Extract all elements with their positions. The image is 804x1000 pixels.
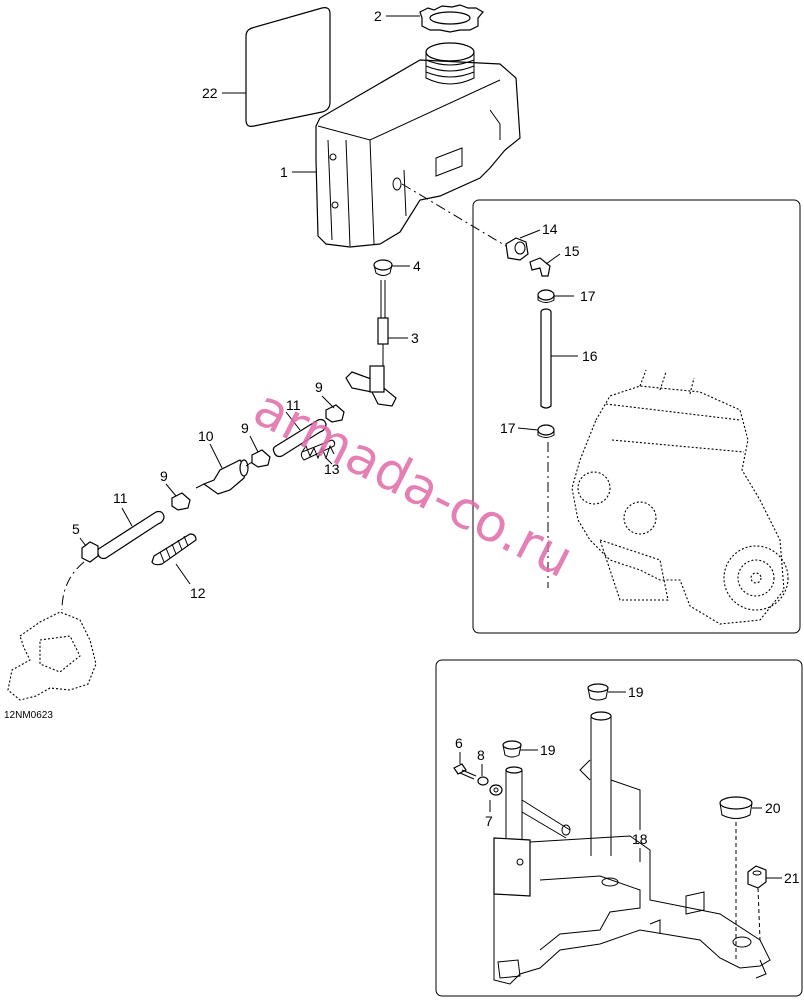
part-19-cap-upper[interactable] [587, 683, 609, 701]
callout-18: 18 [632, 831, 648, 847]
part-2-cap[interactable] [419, 4, 484, 33]
callout-17-lower: 17 [500, 420, 516, 436]
callout-22: 22 [202, 85, 218, 101]
callout-10: 10 [198, 428, 214, 444]
callout-9-lower: 9 [160, 468, 168, 484]
part-4-grommet[interactable] [373, 259, 393, 276]
callout-4: 4 [413, 258, 421, 274]
part-21-nut[interactable] [747, 865, 767, 889]
callout-19-upper: 19 [628, 684, 644, 700]
part-20-grommet[interactable] [719, 796, 753, 819]
callout-19-lower: 19 [540, 742, 556, 758]
part-9-fitting-lower[interactable] [171, 492, 191, 511]
callout-labels: 22 2 1 14 15 4 17 3 16 9 11 10 9 17 13 9… [72, 8, 800, 886]
part-10-filter[interactable] [195, 459, 253, 495]
part-15-elbow[interactable] [529, 257, 551, 277]
callout-11-upper: 11 [286, 397, 301, 413]
drawing-code: 12NM0623 [4, 710, 53, 721]
flow-line-tank-to-grommet [401, 183, 507, 247]
part-14-grommet[interactable] [505, 237, 529, 261]
callout-14: 14 [542, 221, 558, 237]
callout-6: 6 [455, 735, 463, 751]
part-7-flat-washer[interactable] [489, 784, 503, 796]
callout-1: 1 [280, 164, 288, 180]
guide-line-nut-21 [757, 887, 761, 941]
part-19-cap-lower[interactable] [502, 740, 522, 758]
part-16-hose[interactable] [540, 308, 552, 409]
part-1-tank[interactable] [315, 42, 521, 248]
part-3-sensor[interactable] [345, 280, 397, 407]
oil-pump [7, 611, 97, 701]
callout-17-upper: 17 [580, 288, 596, 304]
part-17-clamp-upper[interactable] [537, 289, 555, 303]
callout-2: 2 [374, 8, 382, 24]
part-11-hose-upper[interactable] [272, 418, 327, 458]
part-8-lock-washer[interactable] [477, 776, 489, 786]
callout-7: 7 [485, 813, 493, 829]
callout-13: 13 [324, 461, 340, 477]
part-9-fitting-middle[interactable] [251, 449, 271, 468]
engine-panel [472, 199, 801, 634]
callout-11-lower: 11 [113, 490, 128, 506]
watermark: armada-co.ru [244, 378, 582, 590]
part-22-decal[interactable] [245, 7, 331, 127]
part-17-clamp-lower[interactable] [537, 424, 555, 438]
callout-8: 8 [477, 747, 485, 763]
callout-21: 21 [784, 870, 800, 886]
callout-16: 16 [582, 348, 598, 364]
bracket-panel [435, 659, 803, 997]
flow-line-to-pump [61, 561, 85, 611]
part-11-hose-lower[interactable] [96, 510, 165, 560]
callout-3: 3 [411, 330, 419, 346]
callout-9-middle: 9 [241, 420, 249, 436]
engine [571, 369, 789, 625]
part-9-fitting-upper[interactable] [325, 404, 345, 423]
leader-lines [79, 15, 782, 879]
callout-15: 15 [564, 243, 580, 259]
callout-20: 20 [765, 800, 781, 816]
callout-9-upper: 9 [315, 379, 323, 395]
part-18-bracket[interactable] [493, 711, 771, 985]
part-5-clamp[interactable] [81, 541, 99, 563]
callout-12: 12 [190, 585, 206, 601]
part-6-bolt[interactable] [453, 763, 477, 780]
callout-5: 5 [72, 521, 80, 537]
part-12-spring[interactable] [151, 533, 197, 566]
part-13-spring[interactable] [300, 439, 336, 461]
